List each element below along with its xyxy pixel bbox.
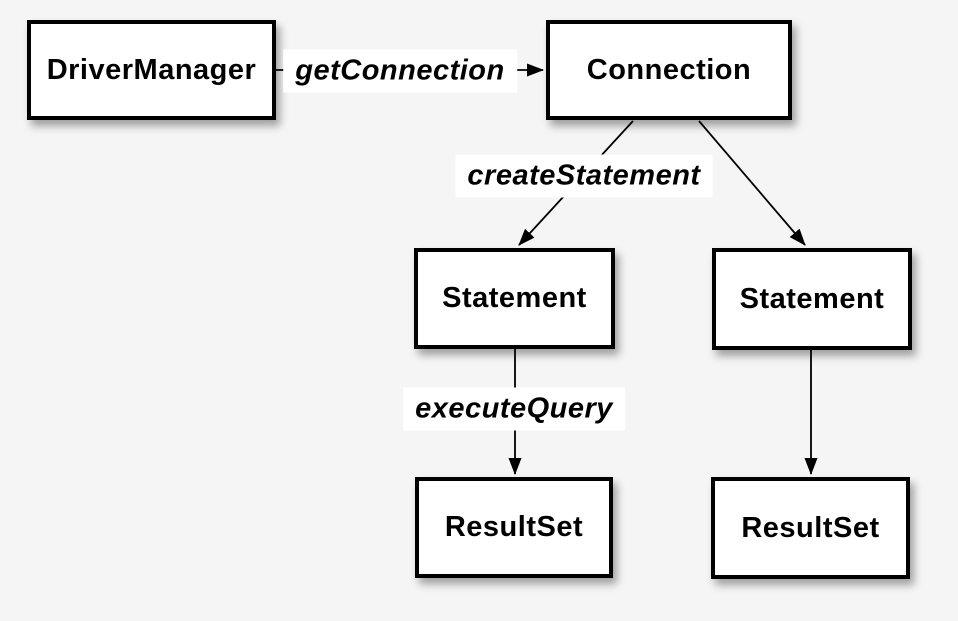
node-statement-left: Statement — [414, 248, 615, 349]
node-driver-manager: DriverManager — [27, 20, 276, 120]
edge-label-executequery: executeQuery — [403, 387, 625, 431]
node-connection: Connection — [546, 20, 792, 120]
node-resultset-left: ResultSet — [415, 477, 613, 578]
edge-label-createstatement: createStatement — [455, 154, 713, 198]
edge-connection-statement-right-arrow — [698, 120, 806, 246]
node-resultset-right: ResultSet — [711, 477, 910, 579]
node-statement-right: Statement — [712, 248, 912, 350]
edge-label-getconnection: getConnection — [283, 49, 517, 93]
